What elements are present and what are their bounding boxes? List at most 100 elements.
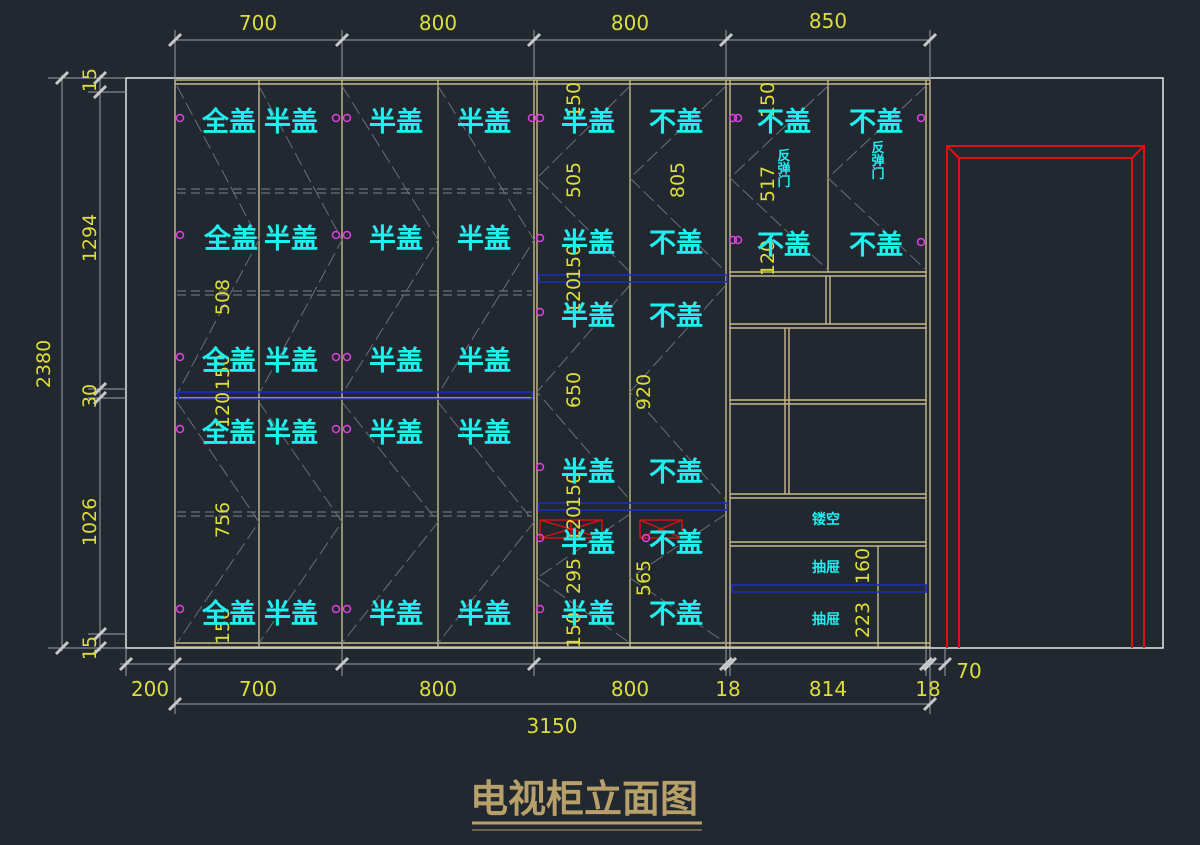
hinge-marker — [728, 235, 738, 245]
drawer-label-upper: 抽屉 — [812, 559, 840, 576]
inner-dim: 295 — [563, 558, 585, 594]
hinge-marker — [175, 230, 185, 240]
inner-dim: 565 — [633, 560, 655, 596]
dimension-tick — [92, 381, 108, 397]
dimension-tick — [118, 656, 134, 672]
door-label: 不盖 — [649, 599, 703, 630]
dimension-tick — [92, 626, 108, 642]
door-label: 全盖 — [203, 223, 258, 255]
door-label: 不盖 — [757, 107, 811, 138]
door-label: 半盖 — [561, 107, 615, 138]
door-label: 半盖 — [369, 224, 423, 255]
hinge-marker — [342, 424, 352, 434]
inner-dim: 120 — [563, 506, 585, 542]
hinge-marker — [641, 533, 651, 543]
bottom-dim-6: 814 — [809, 677, 847, 701]
dimension-tick — [526, 656, 542, 672]
dimension-tick — [167, 32, 183, 48]
door-label: 不盖 — [649, 107, 703, 138]
hinge-marker — [535, 233, 545, 243]
door-label: 半盖 — [369, 599, 423, 630]
door-label: 不盖 — [649, 228, 703, 259]
dimension-tick — [526, 32, 542, 48]
bottom-dim-1: 200 — [131, 677, 169, 701]
hinge-marker — [331, 424, 341, 434]
bottom-dim-5: 18 — [715, 677, 740, 701]
door-label: 半盖 — [561, 457, 615, 488]
inner-dim: 120 — [212, 392, 234, 428]
top-dim-4: 850 — [809, 9, 847, 33]
door-label: 全盖 — [201, 598, 256, 630]
top-dim-2: 800 — [419, 11, 457, 35]
hinge-marker — [175, 113, 185, 123]
dimension-tick — [92, 84, 108, 100]
hanging-rails — [177, 274, 927, 593]
inner-dim: 150 — [212, 354, 234, 390]
drawer-label-lower: 抽屉 — [812, 611, 840, 628]
inner-dim: 223 — [852, 602, 874, 638]
left-dim-bottom: 15 — [79, 636, 101, 660]
rebound-door-label-left: 反弹门 — [775, 148, 791, 189]
hinge-marker — [331, 230, 341, 240]
dimension-tick — [334, 32, 350, 48]
dimension-lines — [48, 30, 946, 714]
dimension-tick — [722, 656, 738, 672]
door-label: 半盖 — [457, 346, 511, 377]
door-label: 半盖 — [561, 228, 615, 259]
door-label: 半盖 — [264, 599, 318, 630]
door-label: 半盖 — [264, 346, 318, 377]
inner-dim: 150 — [212, 608, 234, 644]
left-dim-mid: 30 — [79, 384, 101, 408]
hinge-marker — [331, 604, 341, 614]
door-label: 半盖 — [264, 418, 318, 449]
rebound-door-label-right: 反弹门 — [869, 140, 885, 181]
inner-dim: 150 — [563, 612, 585, 648]
door-label: 不盖 — [649, 457, 703, 488]
drawing-title: 电视柜立面图 — [470, 777, 698, 821]
hinge-marker — [342, 352, 352, 362]
inner-dim: 120 — [757, 240, 779, 276]
door-label: 半盖 — [457, 599, 511, 630]
hinge-marker — [331, 113, 341, 123]
door-label: 不盖 — [649, 528, 703, 559]
dimension-ticks — [54, 32, 953, 712]
dimension-tick — [937, 656, 953, 672]
door-label: 全盖 — [201, 345, 256, 377]
top-dim-3: 800 — [611, 11, 649, 35]
door-label: 不盖 — [757, 230, 811, 261]
door-label: 半盖 — [264, 224, 318, 255]
door-label: 半盖 — [369, 107, 423, 138]
bottom-dim-3: 800 — [419, 677, 457, 701]
inner-dim: 120 — [563, 278, 585, 314]
inner-dim: 150 — [757, 82, 779, 118]
hinge-marker — [342, 230, 352, 240]
bottom-dim-2: 700 — [239, 677, 277, 701]
door-label: 半盖 — [369, 418, 423, 449]
dimension-tick — [922, 696, 938, 712]
hinge-markers — [175, 113, 926, 614]
hinge-marker — [342, 113, 352, 123]
hinge-marker — [916, 113, 926, 123]
hinge-marker — [175, 424, 185, 434]
dimension-tick — [92, 70, 108, 86]
door-label: 全盖 — [201, 106, 256, 138]
hinge-marker — [535, 462, 545, 472]
inner-dim: 920 — [633, 374, 655, 410]
left-dim-upper: 1294 — [79, 214, 101, 262]
left-dim-lower: 1026 — [79, 498, 101, 546]
door-frame — [946, 145, 1145, 648]
door-label: 半盖 — [264, 107, 318, 138]
top-dim-1: 700 — [239, 11, 277, 35]
dimension-tick — [92, 640, 108, 656]
hinge-marker — [728, 113, 738, 123]
door-diagonals — [176, 85, 927, 644]
hinge-marker — [535, 307, 545, 317]
wall-outline — [125, 77, 1164, 649]
door-label: 半盖 — [561, 528, 615, 559]
inner-dim: 756 — [212, 502, 234, 538]
dashed-shelves — [177, 188, 532, 517]
hinge-marker — [733, 235, 743, 245]
door-label: 全盖 — [201, 417, 256, 449]
